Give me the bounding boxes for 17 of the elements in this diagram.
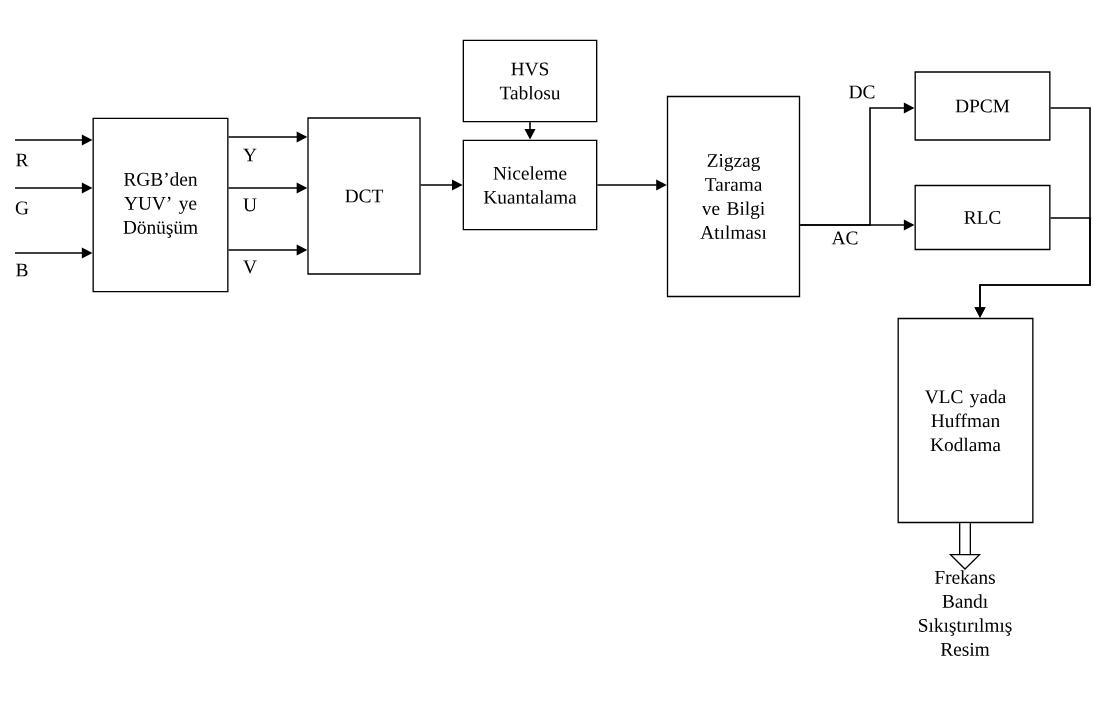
edge-label: AC <box>830 230 860 246</box>
edge-label: B <box>14 262 30 278</box>
process-box: HVS Tablosu <box>462 39 598 123</box>
process-box: RLC <box>914 184 1051 251</box>
process-box: DPCM <box>914 71 1051 141</box>
edge-label: Y <box>241 147 259 163</box>
edge-label: V <box>241 259 259 275</box>
edge-label: U <box>241 197 259 213</box>
process-box: DCT <box>307 117 421 275</box>
process-box: Zigzag Tarama ve Bilgi Atılması <box>666 95 801 298</box>
edge-label: DC <box>847 84 877 100</box>
output-text: Frekans Bandı Sıkıştırılmış Resim <box>919 570 1012 656</box>
process-box: RGB’den YUV’ ye Dönüşüm <box>92 117 229 293</box>
process-box: VLC yada Huffman Kodlama <box>897 317 1034 524</box>
edge-label: R <box>14 152 30 168</box>
process-box: Niceleme Kuantalama <box>462 139 598 231</box>
edge-label: G <box>13 200 31 216</box>
